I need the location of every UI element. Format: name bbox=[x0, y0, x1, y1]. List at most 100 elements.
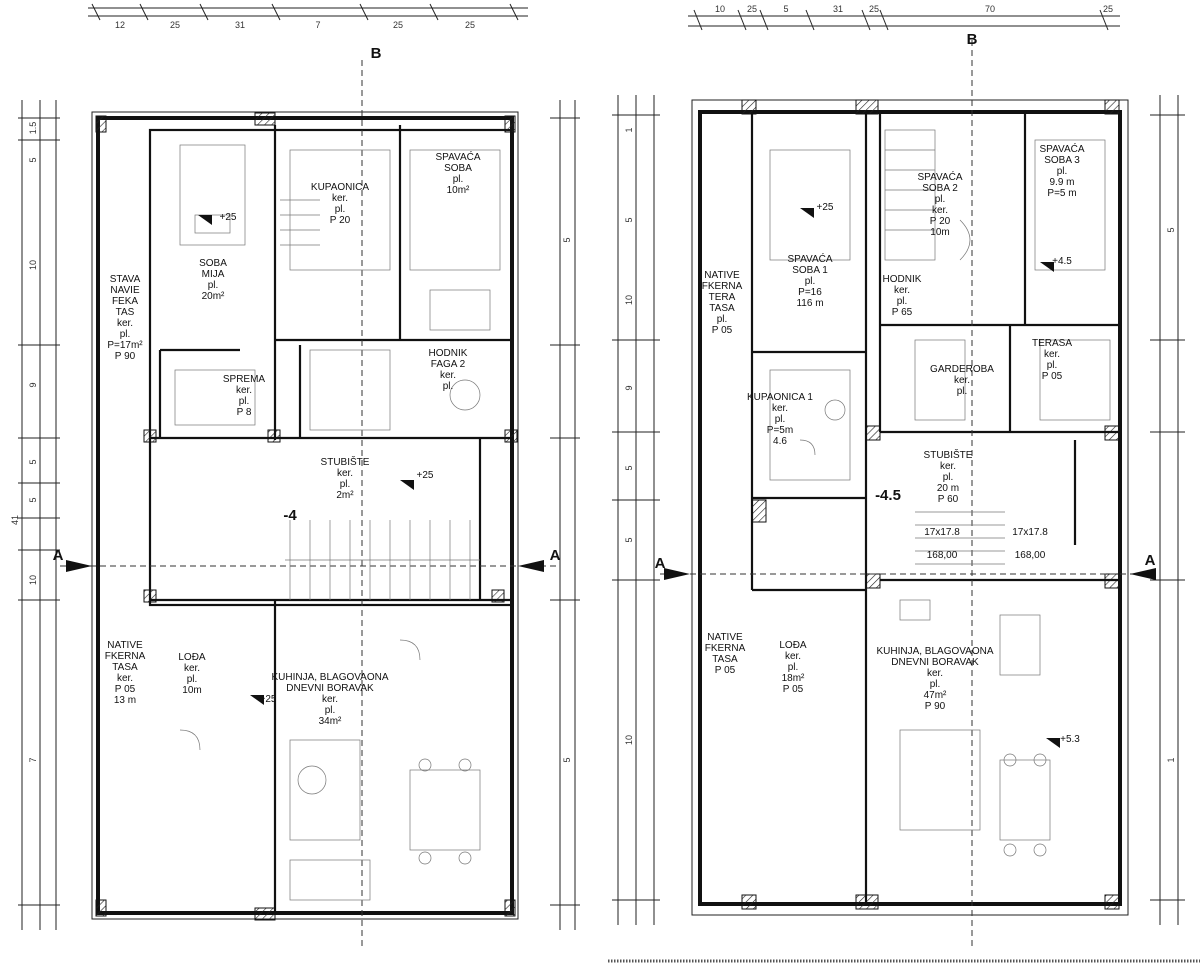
room-label-line: P 20 bbox=[330, 215, 351, 226]
dimension-label: 5 bbox=[562, 237, 572, 242]
room-label-line: SPAVAĆA bbox=[435, 150, 480, 163]
room-label-line: pl. bbox=[943, 472, 954, 483]
room-label-line: SOBA 1 bbox=[792, 265, 828, 276]
room-label-line: SOBA 2 bbox=[922, 183, 958, 194]
room-label-line: pl. bbox=[187, 674, 198, 685]
room-label-line: HODNIK bbox=[883, 274, 922, 285]
stair-note: 17x17.8 bbox=[924, 527, 960, 538]
dimension-label: 12 bbox=[115, 20, 125, 30]
room-label-line: FKERNA bbox=[702, 281, 743, 292]
room-label-line: pl. bbox=[930, 679, 941, 690]
room-label-line: P 8 bbox=[237, 407, 252, 418]
room-label-line: SPAVAĆA bbox=[917, 170, 962, 183]
room-label-line: SOBA bbox=[444, 163, 472, 174]
room-label-line: 4.6 bbox=[773, 436, 787, 447]
level-mark-label: +25 bbox=[417, 470, 434, 481]
level-mark-label: +4.5 bbox=[1052, 256, 1072, 267]
room-label-line: ker. bbox=[184, 663, 200, 674]
first-floor-exterior-wall bbox=[698, 110, 1122, 906]
room-label-line: KUPAONICA 1 bbox=[747, 392, 813, 403]
room-label-line: 34m² bbox=[319, 716, 342, 727]
dimension-label: 10 bbox=[624, 295, 634, 305]
ground-floor-columns bbox=[95, 112, 518, 921]
room-label-line: P 20 bbox=[930, 216, 951, 227]
dimension-label: 1.5 bbox=[28, 122, 38, 135]
room-label-line: 116 m bbox=[796, 298, 823, 309]
dimension-label: 5 bbox=[28, 157, 38, 162]
ground-floor-partitions bbox=[60, 60, 560, 950]
room-label-line: ker. bbox=[1044, 349, 1060, 360]
room-label-line: pl. bbox=[208, 280, 219, 291]
room-label-line: SOBA 3 bbox=[1044, 155, 1080, 166]
dimension-label: 25 bbox=[869, 4, 879, 14]
ground-floor-section-marks: A A B +25 +25 +25 -4 bbox=[53, 45, 561, 705]
stair-note: 17x17.8 bbox=[1012, 527, 1048, 538]
room-label-line: P=5 m bbox=[1047, 188, 1076, 199]
first-floor-side-dimensions: 1 5 10 9 5 5 10 5 1 bbox=[612, 95, 1185, 925]
room-label-line: FAGA 2 bbox=[431, 359, 466, 370]
first-floor-plan: 10 25 5 31 25 70 25 1 5 10 bbox=[612, 4, 1185, 950]
stair-note: 168,00 bbox=[1015, 550, 1046, 561]
room-label-line: P=5m bbox=[767, 425, 793, 436]
section-mark-label: B bbox=[967, 31, 978, 48]
room-label-line: P=17m² bbox=[107, 340, 143, 351]
section-mark-label: A bbox=[655, 555, 666, 572]
room-label-line: pl. bbox=[443, 381, 454, 392]
room-label-line: pl. bbox=[957, 386, 968, 397]
room-label-line: 20 m bbox=[937, 483, 959, 494]
room-label-line: MIJA bbox=[202, 269, 225, 280]
room-label-line: P 05 bbox=[1042, 371, 1063, 382]
room-label-line: P 60 bbox=[938, 494, 959, 505]
room-label-line: ker. bbox=[117, 318, 133, 329]
section-mark-label: A bbox=[550, 547, 561, 564]
room-label-line: ker. bbox=[117, 673, 133, 684]
room-label-line: ker. bbox=[322, 694, 338, 705]
dimension-label: 5 bbox=[562, 757, 572, 762]
room-label-line: pl. bbox=[935, 194, 946, 205]
dimension-label: 5 bbox=[624, 217, 634, 222]
dimension-label: 1 bbox=[624, 127, 634, 132]
room-label-line: ker. bbox=[440, 370, 456, 381]
room-label-line: KUHINJA, BLAGOVAONA bbox=[876, 646, 993, 657]
room-label-line: SOBA bbox=[199, 258, 227, 269]
room-label-line: TASA bbox=[712, 654, 738, 665]
room-label-line: SPREMA bbox=[223, 374, 266, 385]
level-mark-label: -4.5 bbox=[875, 487, 901, 504]
dimension-label: 25 bbox=[170, 20, 180, 30]
room-label-line: 2m² bbox=[336, 490, 354, 501]
ground-floor-side-dimensions: 1.5 5 10 9 5 5 10 7 5 5 41 bbox=[10, 100, 580, 930]
ground-floor-exterior-wall bbox=[96, 116, 514, 915]
room-label-line: ker. bbox=[772, 403, 788, 414]
room-label-line: pl. bbox=[340, 479, 351, 490]
first-floor-stair-notes: 17x17.8 168,00 17x17.8 168,00 bbox=[924, 527, 1048, 561]
dimension-label: 9 bbox=[624, 385, 634, 390]
dimension-label: 25 bbox=[747, 4, 757, 14]
room-label-line: KUPAONICA bbox=[311, 182, 369, 193]
room-label-line: pl. bbox=[897, 296, 908, 307]
first-floor-furniture bbox=[769, 129, 1111, 857]
room-label-line: TASA bbox=[709, 303, 735, 314]
room-label-line: pl. bbox=[775, 414, 786, 425]
stair-note: 168,00 bbox=[927, 550, 958, 561]
first-floor-wall-outline bbox=[691, 99, 1129, 916]
room-label-line: ker. bbox=[940, 461, 956, 472]
level-mark-label: +25 bbox=[817, 202, 834, 213]
dimension-label: 10 bbox=[624, 735, 634, 745]
level-mark-label: +5.3 bbox=[1060, 734, 1080, 745]
room-label-line: TASA bbox=[112, 662, 138, 673]
room-label-line: TERA bbox=[709, 292, 736, 303]
room-label-line: 13 m bbox=[114, 695, 136, 706]
room-label-line: ker. bbox=[236, 385, 252, 396]
